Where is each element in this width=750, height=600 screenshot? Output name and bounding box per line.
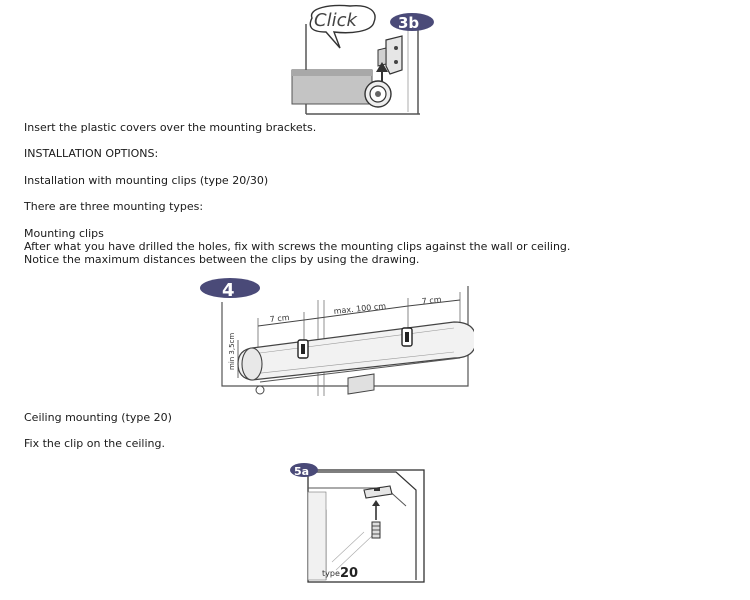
text-three-types: There are three mounting types: — [24, 200, 204, 213]
dimension-vertical: min 3,5cm — [228, 333, 236, 370]
text-fix-clip: Fix the clip on the ceiling. — [24, 437, 165, 450]
type-prefix: type — [322, 569, 340, 578]
type-number: 20 — [340, 566, 358, 581]
text-installation-options: INSTALLATION OPTIONS: — [24, 147, 159, 160]
text-drill-holes: After what you have drilled the holes, f… — [24, 240, 571, 253]
text-mounting-clips-type: Installation with mounting clips (type 2… — [24, 174, 269, 187]
text-ceiling-mounting: Ceiling mounting (type 20) — [24, 411, 172, 424]
text-mounting-clips: Mounting clips — [24, 227, 104, 240]
figure-4: 4 7 cm max. 100 cm 7 cm min 3,5cm — [200, 278, 474, 396]
dimension-middle: max. 100 cm — [333, 302, 386, 316]
text-maximum-distances: Notice the maximum distances between the… — [24, 253, 420, 266]
dimension-left: 7 cm — [269, 313, 290, 324]
figure-3b: Click 3b — [291, 4, 434, 115]
step-badge-3b: 3b — [398, 14, 419, 32]
step-badge-4: 4 — [222, 280, 235, 301]
step-badge-5a: 5a — [294, 465, 309, 478]
click-callout: Click — [314, 10, 358, 31]
dimension-right: 7 cm — [421, 295, 442, 306]
figure-5a: 5a type 20 — [290, 463, 425, 583]
text-insert-covers: Insert the plastic covers over the mount… — [24, 121, 317, 134]
